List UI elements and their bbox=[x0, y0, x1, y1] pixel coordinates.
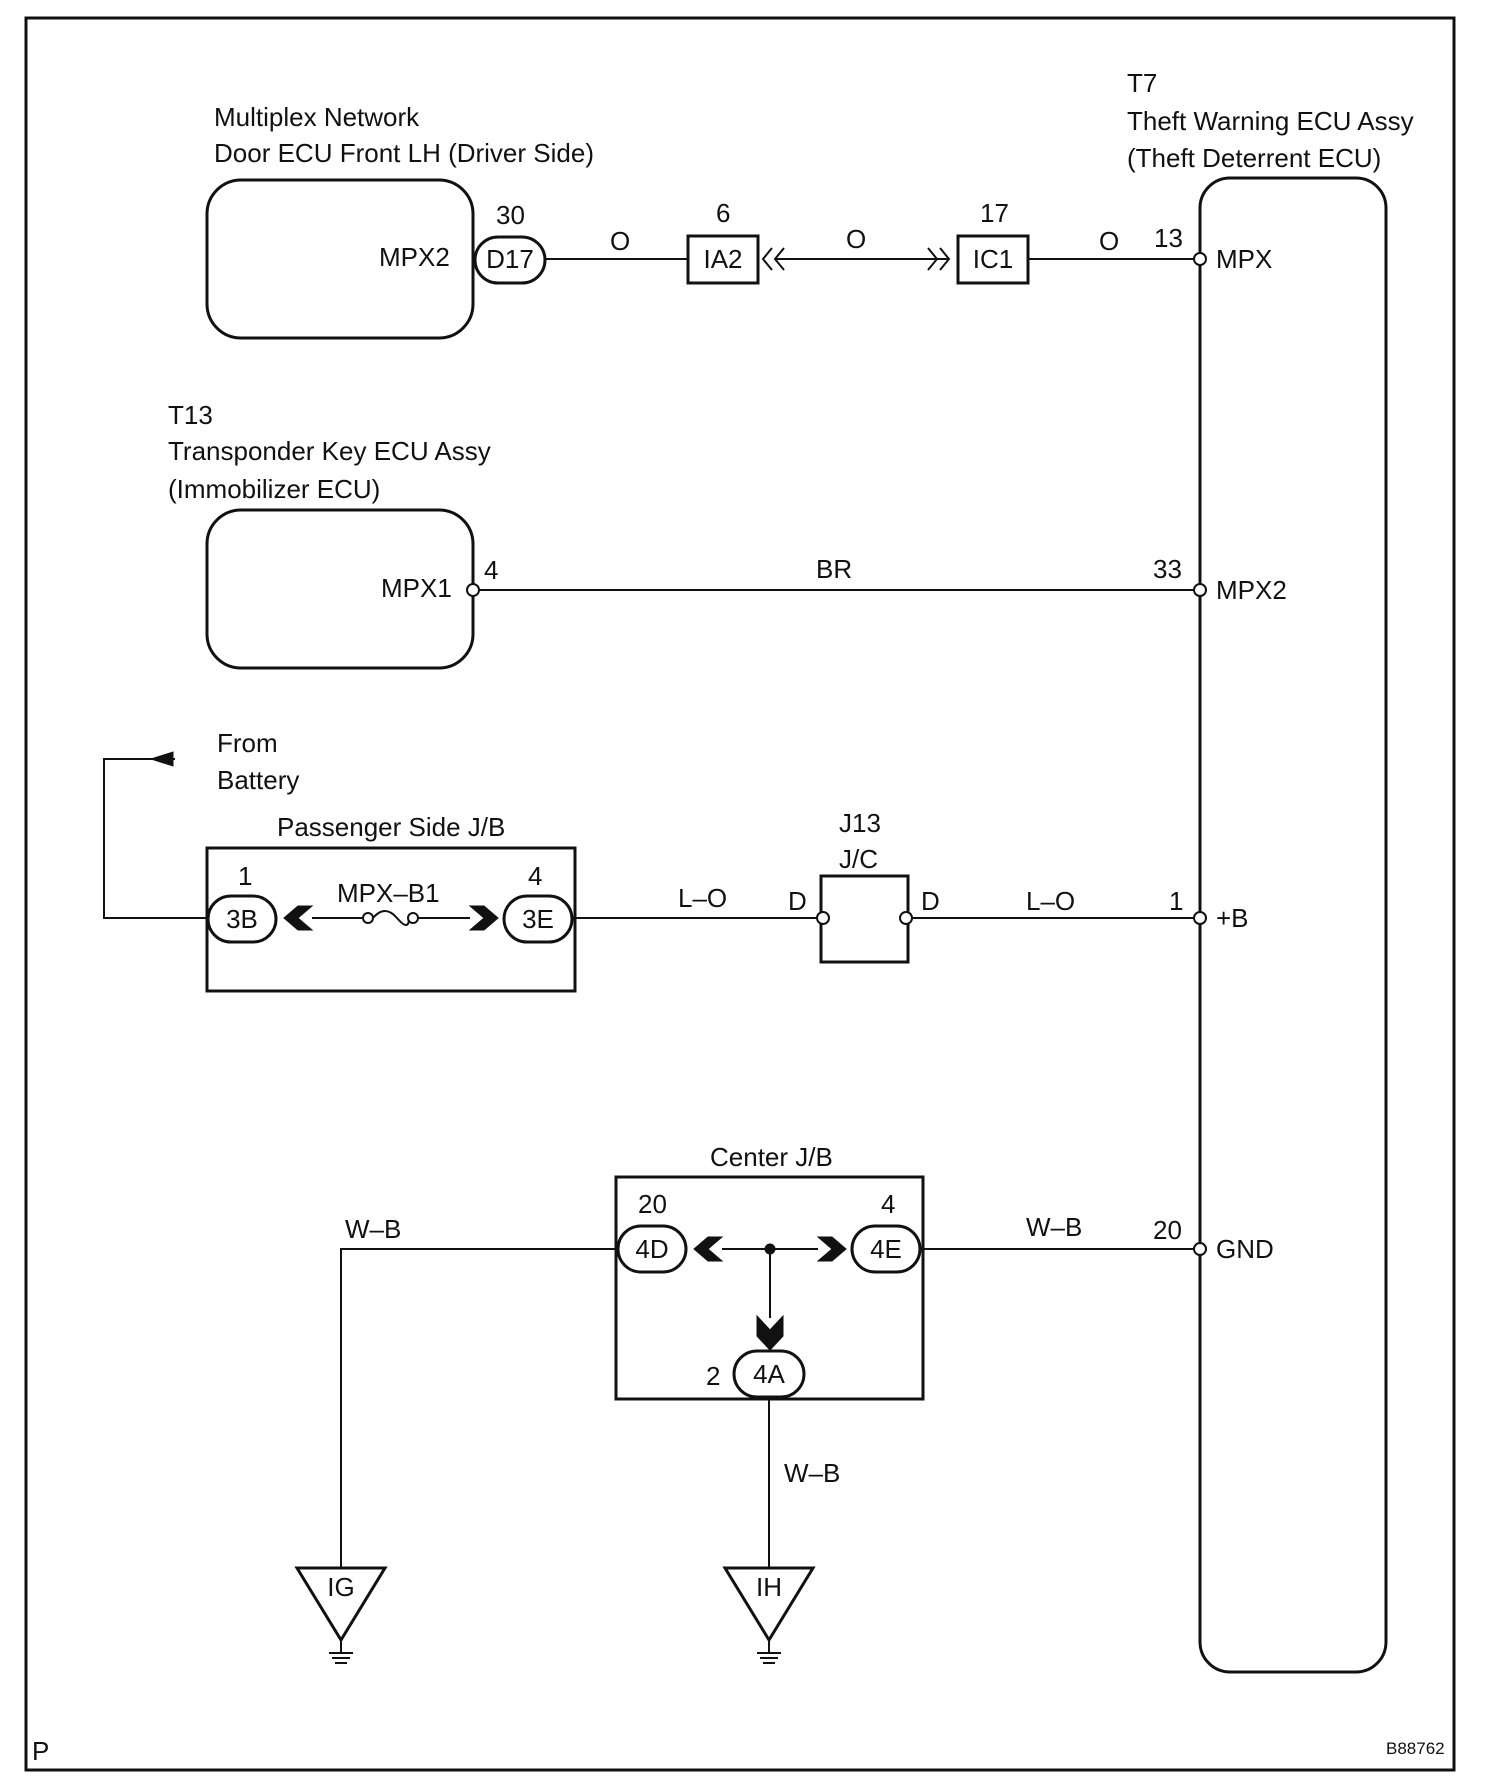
center-jb-bottom-pin: 2 bbox=[706, 1361, 720, 1391]
transponder-ecu: T13 Transponder Key ECU Assy (Immobilize… bbox=[168, 400, 498, 670]
mpx-wire-2-color: O bbox=[846, 224, 866, 254]
footer-corner-label: P bbox=[32, 1736, 49, 1766]
center-jb: Center J/B 20 4D 4 4E 2 4A bbox=[614, 1142, 925, 1401]
battery-label-2: Battery bbox=[217, 765, 299, 795]
ic1-pin: 17 bbox=[980, 198, 1009, 228]
door-ecu-title-2: Door ECU Front LH (Driver Side) bbox=[214, 138, 594, 168]
junction-pin-left bbox=[816, 911, 830, 925]
door-ecu-title-1: Multiplex Network bbox=[214, 102, 420, 132]
center-jb-title: Center J/B bbox=[710, 1142, 833, 1172]
connector-3b-chevron bbox=[283, 905, 314, 931]
battery-feed: From Battery bbox=[103, 728, 299, 919]
connector-3b-label: 3B bbox=[226, 904, 258, 934]
junction-pin-right-label: D bbox=[921, 886, 940, 916]
connector-3b bbox=[206, 894, 278, 944]
ia2-chevron-1 bbox=[761, 247, 773, 271]
theft-ecu-pin-b bbox=[1193, 911, 1207, 925]
ground-ig: IG bbox=[294, 1566, 388, 1664]
connector-3e-chevron bbox=[468, 905, 499, 931]
ia2-pin: 6 bbox=[716, 198, 730, 228]
gnd-wire-right-color: W–B bbox=[1026, 1212, 1082, 1242]
ic1-chevron-2 bbox=[939, 247, 951, 271]
ground-ih-triangle bbox=[722, 1566, 816, 1643]
ground-ih: IH bbox=[722, 1566, 816, 1664]
ia2-connector bbox=[686, 234, 760, 285]
ia2-chevron-2 bbox=[773, 247, 785, 271]
passenger-jb: Passenger Side J/B 1 3B MPX–B1 4 3E bbox=[205, 812, 577, 993]
connector-4a-chevron bbox=[756, 1314, 784, 1351]
theft-ecu-term-gnd: GND bbox=[1216, 1234, 1274, 1264]
footer-code: B88762 bbox=[1386, 1739, 1445, 1758]
junction-box bbox=[819, 874, 910, 964]
transponder-ecu-pin-num: 4 bbox=[484, 555, 498, 585]
junction-pin-left-label: D bbox=[788, 886, 807, 916]
fuse-terminal-left bbox=[362, 912, 374, 924]
fuse-terminal-right bbox=[407, 912, 419, 924]
door-ecu-terminal: MPX2 bbox=[379, 242, 450, 272]
battery-label-1: From bbox=[217, 728, 278, 758]
transponder-ecu-terminal: MPX1 bbox=[381, 573, 452, 603]
junction-code: J13 bbox=[839, 808, 881, 838]
door-ecu-box bbox=[205, 178, 475, 340]
connector-4d-label: 4D bbox=[635, 1234, 668, 1264]
theft-ecu-pin-gnd bbox=[1193, 1242, 1207, 1256]
connector-4e-label: 4E bbox=[870, 1234, 902, 1264]
center-jb-right-pin: 4 bbox=[881, 1189, 895, 1219]
theft-ecu-code: T7 bbox=[1127, 68, 1157, 98]
theft-ecu-pin-mpx2 bbox=[1193, 583, 1207, 597]
passenger-jb-right-pin: 4 bbox=[528, 861, 542, 891]
mpx-wire-1-color: O bbox=[610, 226, 630, 256]
theft-ecu-term-b: +B bbox=[1216, 903, 1249, 933]
junction-type: J/C bbox=[839, 844, 878, 874]
connector-4e-chevron bbox=[816, 1236, 847, 1262]
connector-3e-label: 3E bbox=[522, 904, 554, 934]
ground-ih-label: IH bbox=[756, 1572, 782, 1602]
center-jb-left-pin: 20 bbox=[638, 1189, 667, 1219]
diagram-frame bbox=[24, 16, 1456, 1772]
theft-ecu-term-mpx2: MPX2 bbox=[1216, 575, 1287, 605]
ic1-label: IC1 bbox=[973, 244, 1013, 274]
transponder-ecu-title-1: Transponder Key ECU Assy bbox=[168, 436, 491, 466]
junction-pin-right bbox=[899, 911, 913, 925]
door-ecu-pin: 30 bbox=[496, 200, 525, 230]
ground-ig-triangle bbox=[294, 1566, 388, 1643]
theft-ecu-pin-13: 13 bbox=[1154, 223, 1183, 253]
theft-ecu-pin-33: 33 bbox=[1153, 554, 1182, 584]
mpx2-wire-color: BR bbox=[816, 554, 852, 584]
theft-ecu-pin-20: 20 bbox=[1153, 1215, 1182, 1245]
ic1-chevron-1 bbox=[927, 247, 939, 271]
theft-ecu-pin-1: 1 bbox=[1169, 886, 1183, 916]
theft-ecu-term-mpx: MPX bbox=[1216, 244, 1272, 274]
ia2-label: IA2 bbox=[703, 244, 742, 274]
door-ecu: Multiplex Network Door ECU Front LH (Dri… bbox=[205, 102, 594, 340]
connector-4a-label: 4A bbox=[753, 1359, 785, 1389]
transponder-ecu-pin bbox=[466, 583, 480, 597]
theft-ecu-title-2: (Theft Deterrent ECU) bbox=[1127, 143, 1381, 173]
passenger-jb-left-pin: 1 bbox=[238, 861, 252, 891]
fuse-icon bbox=[372, 910, 410, 926]
battery-arrow bbox=[149, 751, 174, 767]
connector-4d-chevron bbox=[693, 1236, 724, 1262]
theft-ecu-pin-mpx bbox=[1193, 252, 1207, 266]
junction-j13: J13 J/C D D bbox=[788, 808, 940, 964]
gnd-wire-left-color: W–B bbox=[345, 1214, 401, 1244]
gnd-wire-down-color: W–B bbox=[784, 1458, 840, 1488]
theft-ecu-title-1: Theft Warning ECU Assy bbox=[1127, 106, 1414, 136]
battery-wire bbox=[103, 758, 207, 919]
door-ecu-connector-label: D17 bbox=[486, 244, 534, 274]
fuse-label: MPX–B1 bbox=[337, 878, 440, 908]
theft-ecu: T7 Theft Warning ECU Assy (Theft Deterre… bbox=[1127, 68, 1414, 1674]
b-wire-2-color: L–O bbox=[1026, 886, 1075, 916]
b-wire-1-color: L–O bbox=[678, 883, 727, 913]
ground-ig-label: IG bbox=[327, 1572, 354, 1602]
gnd-wire-left bbox=[340, 1248, 618, 1568]
transponder-ecu-title-2: (Immobilizer ECU) bbox=[168, 474, 380, 504]
passenger-jb-title: Passenger Side J/B bbox=[277, 812, 505, 842]
mpx-wire-3-color: O bbox=[1099, 226, 1119, 256]
transponder-ecu-code: T13 bbox=[168, 400, 213, 430]
mpx-line: O 6 IA2 O 17 IC1 O bbox=[545, 198, 1196, 285]
